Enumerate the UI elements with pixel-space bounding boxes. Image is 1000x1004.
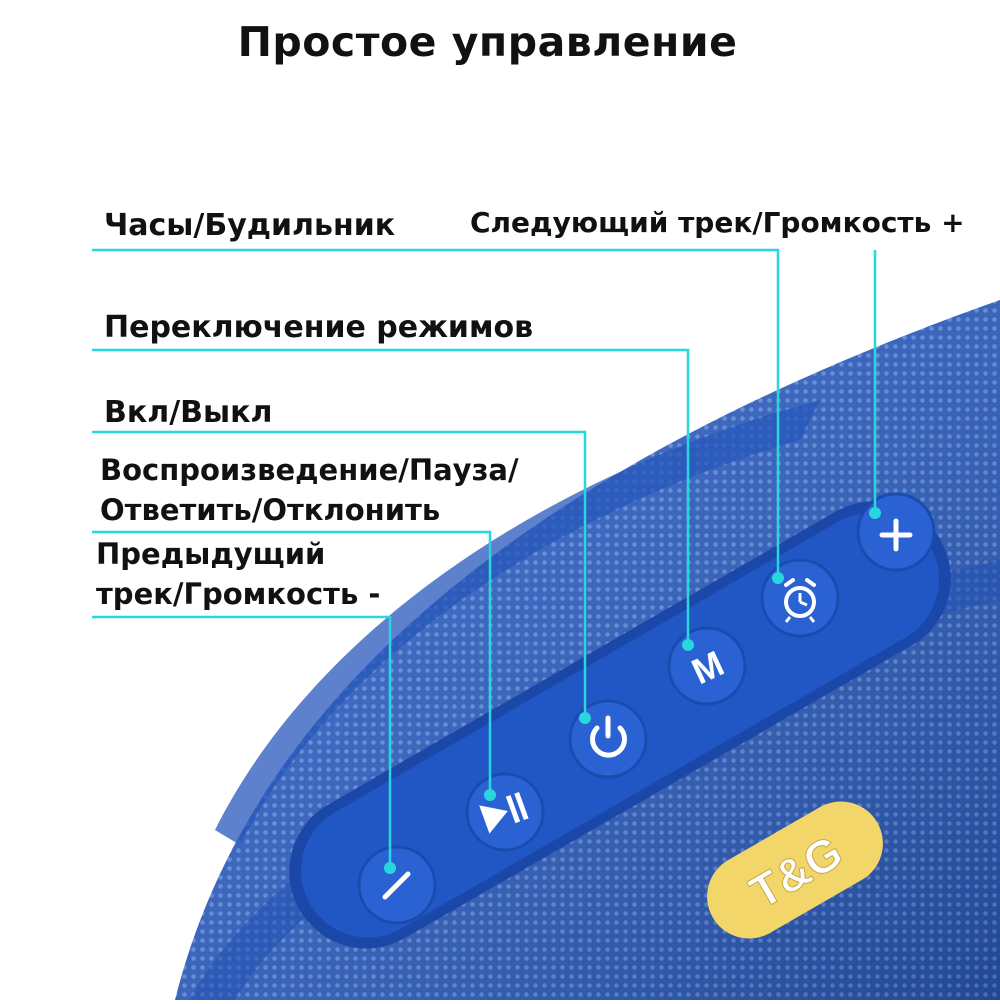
power-icon: [590, 715, 627, 758]
label-mode-switch: Переключение режимов: [104, 310, 534, 345]
leader-line-power: [92, 430, 587, 718]
leader-line-clock: [92, 248, 780, 578]
leader-line-mode: [92, 348, 690, 645]
label-play-pause-line1: Воспроизведение/Пауза/: [100, 453, 519, 487]
leader-line-prev: [92, 615, 392, 868]
plus-button[interactable]: [856, 492, 936, 572]
mode-button[interactable]: M: [667, 626, 747, 706]
play-pause-icon: [479, 792, 529, 834]
play-pause-button[interactable]: [465, 772, 545, 852]
label-play-pause-line2: Ответить/Отклонить: [100, 493, 441, 527]
label-power: Вкл/Выкл: [104, 395, 273, 430]
label-prev-track-line1: Предыдущий: [96, 537, 326, 571]
power-button[interactable]: [568, 699, 648, 779]
page-title: Простое управление: [237, 18, 738, 66]
plus-icon: [879, 518, 913, 552]
minus-button[interactable]: [357, 845, 437, 925]
label-prev-track-line2: трек/Громкость -: [96, 577, 381, 611]
minus-icon: [382, 871, 411, 900]
leader-line-play: [92, 530, 492, 795]
label-clock-alarm: Часы/Будильник: [104, 208, 396, 243]
alarm-clock-icon: [784, 578, 816, 623]
leader-lines: [92, 248, 877, 868]
alarm-button[interactable]: [760, 558, 840, 638]
leader-dots: [384, 507, 881, 874]
label-next-track-volume-up: Следующий трек/Громкость +: [470, 206, 965, 239]
